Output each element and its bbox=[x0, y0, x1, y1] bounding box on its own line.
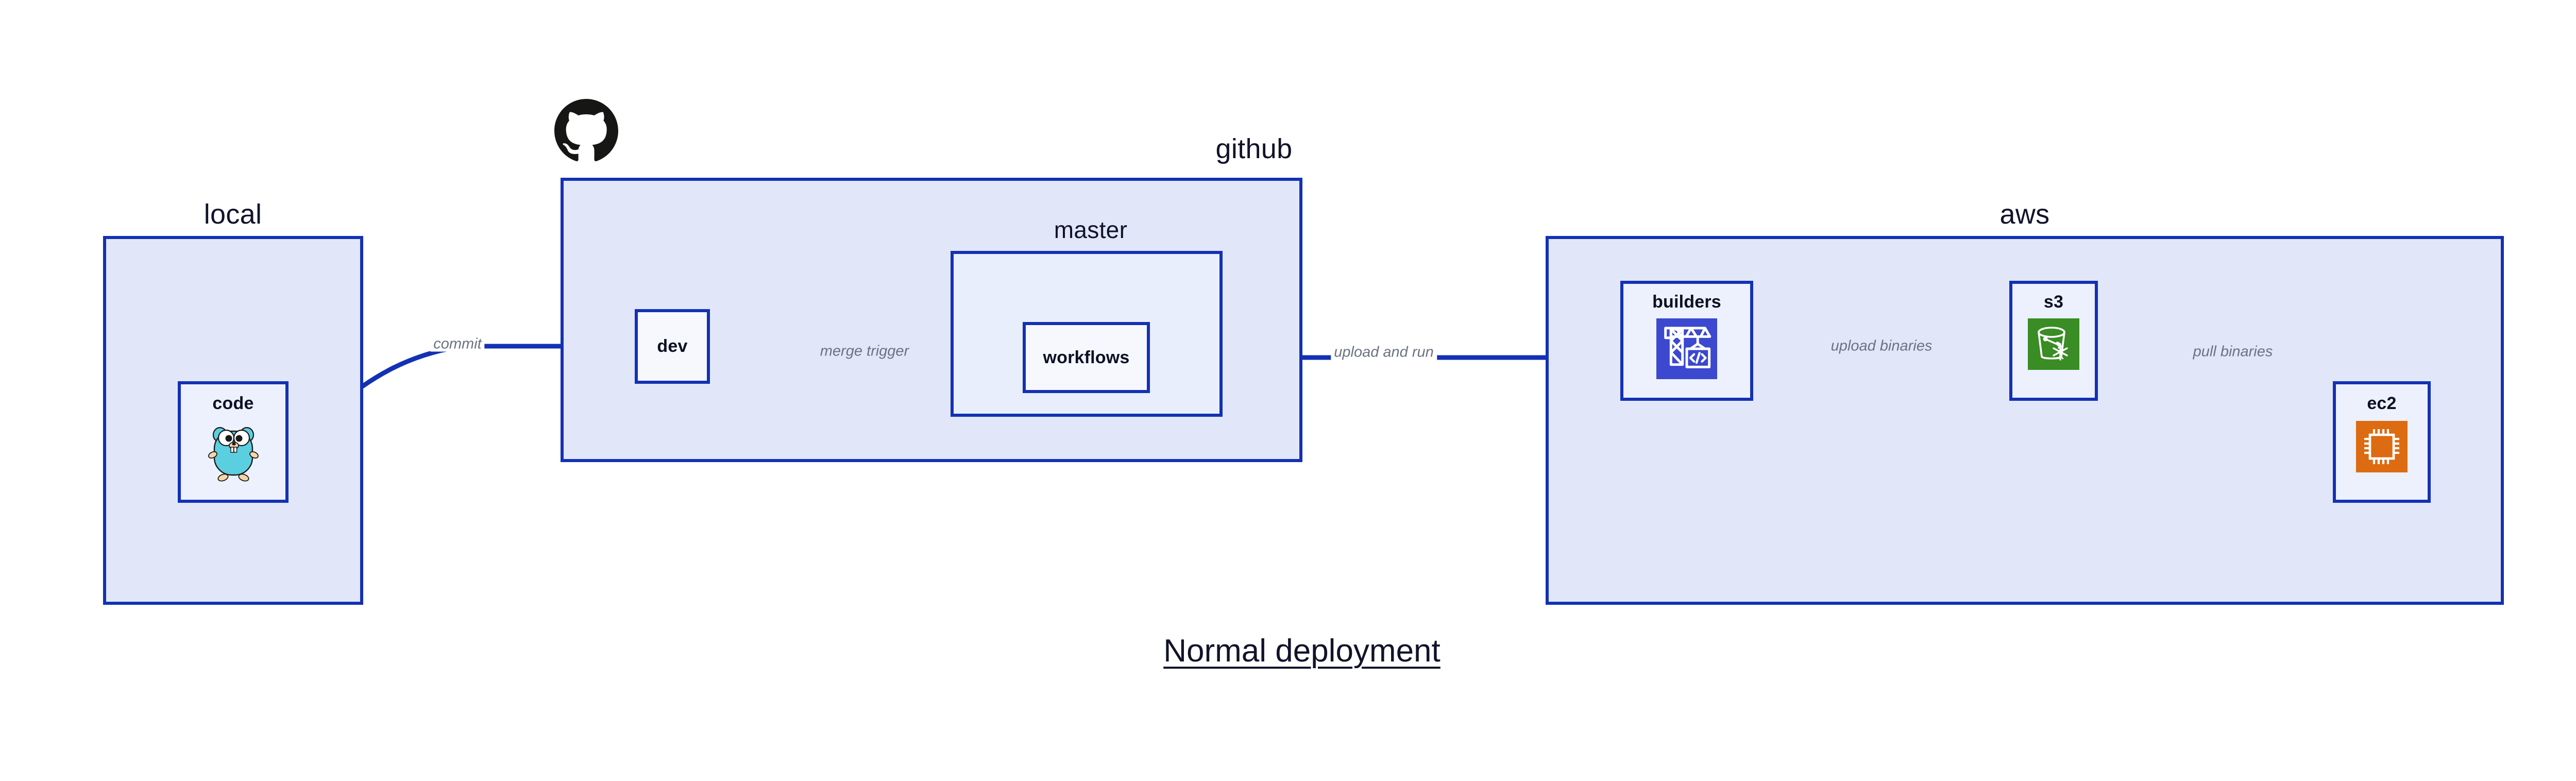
node-s3[interactable]: s3 bbox=[2009, 281, 2098, 401]
group-label-aws: aws bbox=[1999, 199, 2050, 230]
node-builders-label: builders bbox=[1652, 292, 1721, 312]
edge-label-pull-binaries: pull binaries bbox=[2190, 344, 2276, 360]
aws-codebuild-icon bbox=[1656, 318, 1717, 382]
aws-ec2-icon bbox=[2356, 421, 2408, 475]
diagram-title: Normal deployment bbox=[1163, 633, 1440, 669]
aws-s3-glacier-icon bbox=[2028, 318, 2079, 372]
group-label-master: master bbox=[1054, 216, 1128, 243]
node-s3-label: s3 bbox=[2043, 292, 2064, 312]
group-label-github: github bbox=[1215, 133, 1293, 164]
node-code[interactable]: code bbox=[178, 381, 289, 503]
group-label-local: local bbox=[204, 199, 262, 230]
node-workflows[interactable]: workflows bbox=[1023, 322, 1150, 393]
node-ec2-label: ec2 bbox=[2367, 394, 2397, 413]
node-workflows-label: workflows bbox=[1043, 347, 1130, 367]
node-code-label: code bbox=[212, 394, 254, 413]
go-gopher-icon bbox=[205, 421, 262, 485]
github-octocat-icon bbox=[554, 99, 618, 163]
node-dev[interactable]: dev bbox=[635, 309, 710, 384]
node-builders[interactable]: builders bbox=[1620, 281, 1753, 401]
edge-label-merge-trigger: merge trigger bbox=[817, 344, 912, 359]
edge-label-commit: commit bbox=[430, 336, 485, 352]
node-dev-label: dev bbox=[657, 336, 688, 356]
node-ec2[interactable]: ec2 bbox=[2333, 381, 2431, 503]
edge-label-upload-and-run: upload and run bbox=[1331, 345, 1437, 360]
edge-label-upload-binaries: upload binaries bbox=[1827, 338, 1936, 354]
